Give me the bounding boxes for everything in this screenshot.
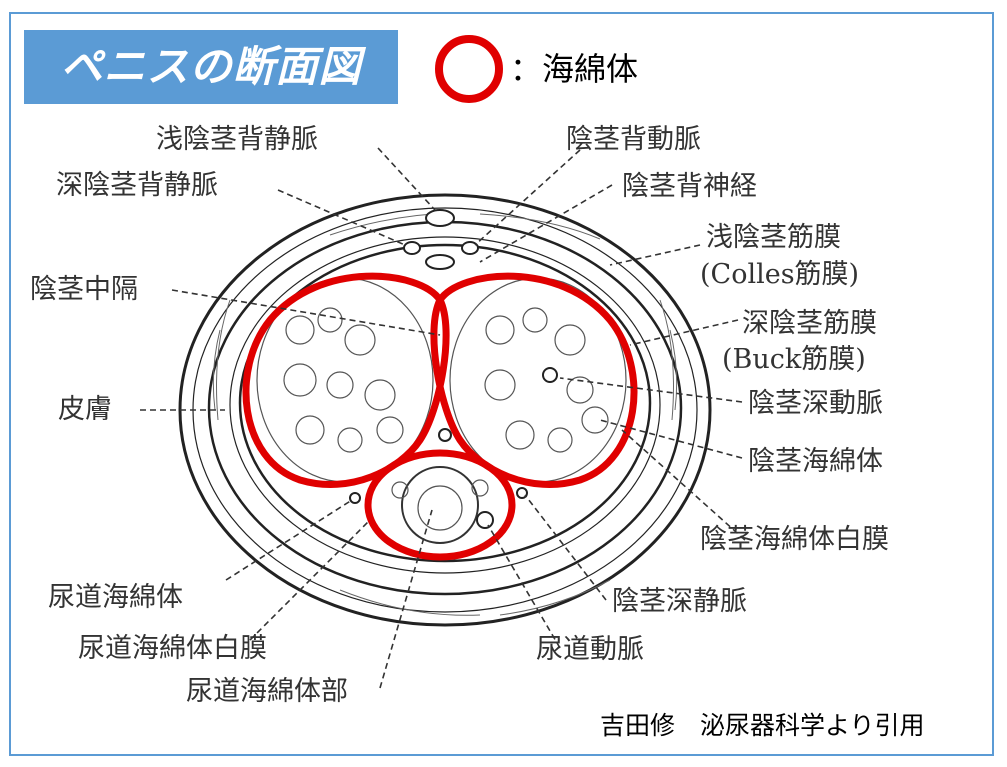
- deep-fascia-outline: [238, 243, 652, 563]
- legend-circle-icon: [435, 35, 503, 103]
- label-spongiosum-part: 尿道海綿体部: [186, 676, 348, 707]
- figure-title: ペニスの断面図: [24, 30, 398, 104]
- label-superficial-fascia: 浅陰茎筋膜: [706, 222, 841, 253]
- label-corpus-cavernosum: 陰茎海綿体: [748, 446, 883, 477]
- legend-label: ：海綿体: [510, 50, 639, 88]
- label-urethral-artery: 尿道動脈: [536, 634, 644, 665]
- corpus-spongiosum-highlight: [364, 449, 516, 561]
- label-skin: 皮膚: [58, 394, 112, 425]
- corpus-cavernosum-right-highlight: [430, 272, 638, 488]
- label-colles-fascia: (Colles筋膜): [700, 259, 859, 290]
- label-corpus-spongiosum: 尿道海綿体: [48, 582, 183, 613]
- label-dorsal-nerve: 陰茎背神経: [622, 171, 757, 202]
- figure-frame: [9, 12, 994, 756]
- label-deep-artery: 陰茎深動脈: [748, 388, 883, 419]
- spongiosum-texture: [391, 466, 489, 544]
- label-deep-vein: 陰茎深静脈: [612, 586, 747, 617]
- label-deep-fascia: 深陰茎筋膜: [742, 308, 877, 339]
- label-dorsal-artery: 陰茎背動脈: [566, 124, 701, 155]
- label-spongiosum-tunica: 尿道海綿体白膜: [78, 633, 267, 664]
- source-citation: 吉田修 泌尿器科学より引用: [600, 711, 925, 740]
- corpus-cavernosum-left-highlight: [242, 272, 450, 488]
- leader-lines: [140, 147, 746, 689]
- label-deep-dorsal-vein: 深陰茎背静脈: [56, 170, 218, 201]
- label-septum: 陰茎中隔: [30, 274, 138, 305]
- fascia-inner-line: [229, 236, 661, 574]
- label-tunica-albuginea: 陰茎海綿体白膜: [700, 524, 889, 555]
- vessels: [349, 209, 558, 529]
- label-buck-fascia: (Buck筋膜): [722, 344, 866, 375]
- label-superficial-dorsal-vein: 浅陰茎背静脈: [156, 124, 318, 155]
